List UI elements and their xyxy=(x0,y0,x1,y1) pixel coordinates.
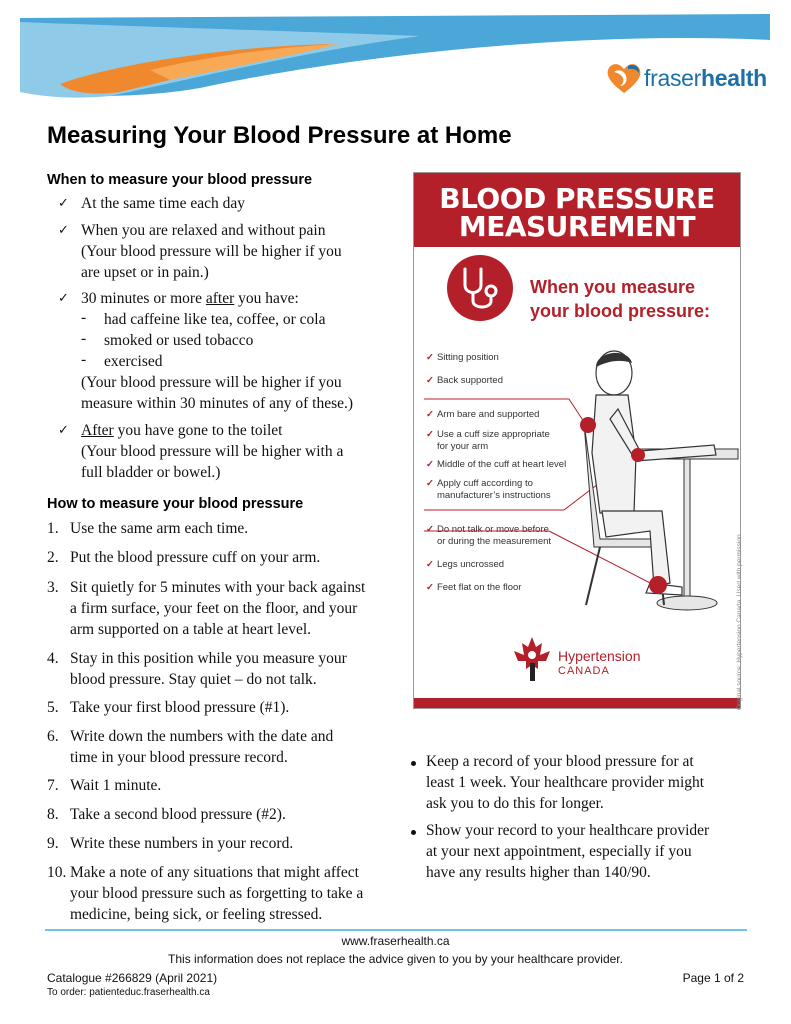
when-sub-item: exercised xyxy=(104,353,163,370)
step-number: 4. xyxy=(47,650,59,667)
record-bullet-1: Keep a record of your blood pressure for… xyxy=(426,753,705,812)
poster-item: ✓Feet flat on the floor xyxy=(426,582,522,593)
record-bullet-2: Show your record to your healthcare prov… xyxy=(426,822,710,881)
seated-person-illustration xyxy=(424,350,739,611)
step-number: 5. xyxy=(47,699,59,716)
fraserhealth-logo: fraserhealth xyxy=(604,60,767,96)
footer-divider xyxy=(45,929,747,931)
step-text: Sit quietly for 5 minutes with your back… xyxy=(70,579,366,638)
step-number: 1. xyxy=(47,520,59,537)
step-number: 6. xyxy=(47,728,59,745)
poster-item: ✓Legs uncrossed xyxy=(426,559,505,570)
footer-website[interactable]: www.fraserhealth.ca xyxy=(341,934,450,948)
footer-catalogue: Catalogue #266829 (April 2021) xyxy=(47,971,218,985)
step-text: Stay in this position while you measure … xyxy=(70,650,347,688)
checkmark-icon: ✓ xyxy=(58,423,69,438)
when-item-4: After you have gone to the toilet (Your … xyxy=(81,422,344,481)
dash-bullet: - xyxy=(81,330,87,347)
poster-header xyxy=(414,173,740,247)
footer-disclaimer: This information does not replace the ad… xyxy=(168,952,623,966)
poster-subtitle: When you measure your blood pressure: xyxy=(530,277,711,321)
footer-page-number: Page 1 of 2 xyxy=(682,971,744,985)
heart-logo-icon xyxy=(607,64,641,93)
when-heading: When to measure your blood pressure xyxy=(47,172,313,188)
poster-footer-bar xyxy=(414,698,740,708)
checkmark-icon: ✓ xyxy=(58,196,69,211)
bullet-dot xyxy=(411,830,416,835)
when-sub-item: had caffeine like tea, coffee, or cola xyxy=(104,311,326,328)
step-text: Write these numbers in your record. xyxy=(70,835,294,852)
dash-bullet: - xyxy=(81,309,87,326)
hypertension-canada-sub: CANADA xyxy=(558,665,610,677)
when-item-1: At the same time each day xyxy=(81,195,245,212)
poster-item: ✓Arm bare and supported xyxy=(426,409,540,420)
how-heading: How to measure your blood pressure xyxy=(47,496,304,512)
step-text: Take your first blood pressure (#1). xyxy=(70,699,290,716)
footer-order: To order: patienteduc.fraserhealth.ca xyxy=(47,987,210,998)
step-text: Put the blood pressure cuff on your arm. xyxy=(70,549,321,566)
checkmark-icon: ✓ xyxy=(58,223,69,238)
when-item-2: When you are relaxed and without pain (Y… xyxy=(81,222,342,281)
poster-item: ✓Sitting position xyxy=(426,352,499,363)
poster-title-line2: MEASUREMENT xyxy=(458,210,696,243)
maple-leaf-icon xyxy=(514,637,550,681)
bullet-dot xyxy=(411,761,416,766)
bp-poster: BLOOD PRESSURE MEASUREMENT When you meas… xyxy=(413,172,741,709)
poster-item: ✓Back supported xyxy=(426,375,503,386)
logo-wordmark: fraserhealth xyxy=(644,64,767,91)
step-number: 2. xyxy=(47,549,59,566)
step-text: Write down the numbers with the date and… xyxy=(70,728,334,766)
step-text: Use the same arm each time. xyxy=(70,520,249,537)
step-text: Take a second blood pressure (#2). xyxy=(70,806,286,823)
when-item-3: 30 minutes or more after you have: xyxy=(81,290,299,307)
step-number: 8. xyxy=(47,806,59,823)
dash-bullet: - xyxy=(81,351,87,368)
step-number: 3. xyxy=(47,579,59,596)
hypertension-canada-name: Hypertension xyxy=(558,648,641,664)
step-number: 10. xyxy=(47,864,67,881)
when-item-3-note: (Your blood pressure will be higher if y… xyxy=(81,374,354,412)
poster-credit: Original source: Hypertension Canada. Us… xyxy=(736,534,743,710)
step-number: 7. xyxy=(47,777,59,794)
poster-title-line1: BLOOD PRESSURE xyxy=(439,182,715,215)
step-text: Wait 1 minute. xyxy=(70,777,162,794)
stethoscope-icon xyxy=(447,255,513,321)
header-banner xyxy=(20,14,770,98)
step-text: Make a note of any situations that might… xyxy=(70,864,364,923)
step-number: 9. xyxy=(47,835,59,852)
checkmark-icon: ✓ xyxy=(58,291,69,306)
when-sub-item: smoked or used tobacco xyxy=(104,332,254,349)
page-title: Measuring Your Blood Pressure at Home xyxy=(47,122,512,149)
poster-item: ✓Middle of the cuff at heart level xyxy=(426,459,567,470)
